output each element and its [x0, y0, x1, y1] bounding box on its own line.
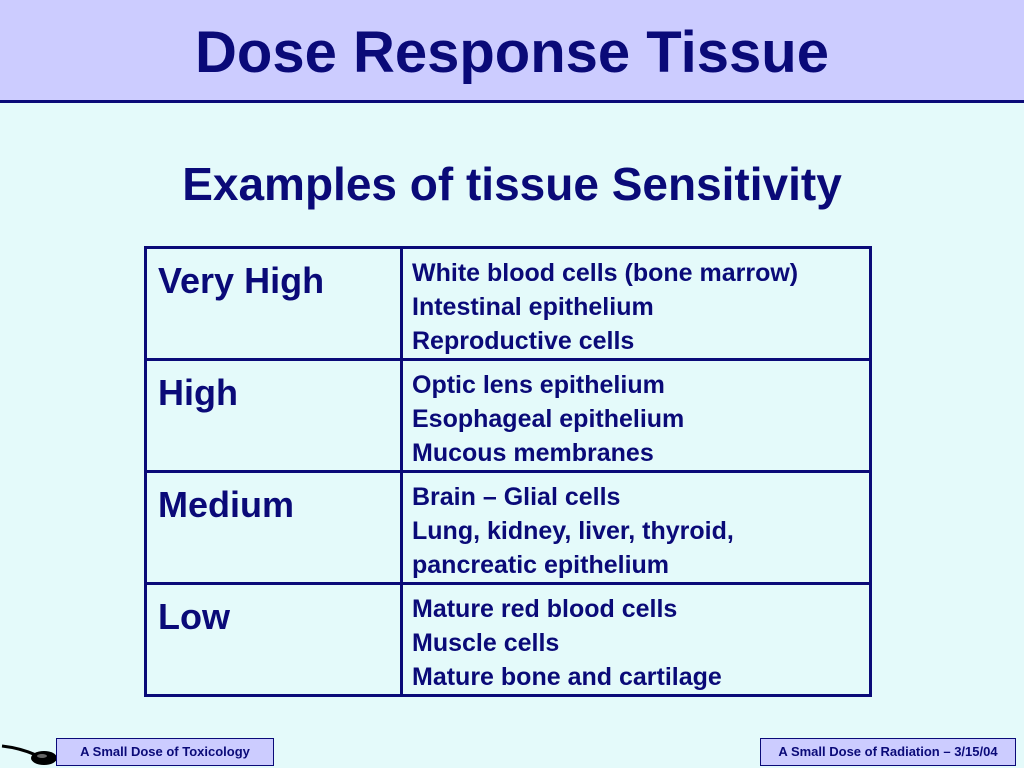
tissue-item: Mature red blood cells	[412, 595, 678, 623]
table-row: Very High White blood cells (bone marrow…	[144, 246, 872, 361]
slide-subtitle: Examples of tissue Sensitivity	[182, 158, 842, 210]
tissue-item: Brain – Glial cells	[412, 483, 621, 511]
tissue-item: Mature bone and cartilage	[412, 663, 722, 691]
tissue-item: Esophageal epithelium	[412, 405, 685, 433]
tissue-item: White blood cells (bone marrow)	[412, 259, 799, 287]
table-row: High Optic lens epithelium Esophageal ep…	[144, 358, 872, 473]
table-row: Medium Brain – Glial cells Lung, kidney,…	[144, 470, 872, 585]
tissue-item: Lung, kidney, liver, thyroid,	[412, 517, 734, 545]
tissue-item: Optic lens epithelium	[412, 371, 665, 399]
tissue-item: Intestinal epithelium	[412, 293, 654, 321]
tissue-list: Optic lens epithelium Esophageal epithel…	[400, 358, 872, 473]
sensitivity-level: Low	[144, 582, 403, 697]
tissue-list: White blood cells (bone marrow) Intestin…	[400, 246, 872, 361]
title-bar: Dose Response Tissue	[0, 0, 1024, 103]
tissue-list: Mature red blood cells Muscle cells Matu…	[400, 582, 872, 697]
footer-right-label: A Small Dose of Radiation – 3/15/04	[760, 738, 1016, 766]
sensitivity-level: Medium	[144, 470, 403, 585]
table-row: Low Mature red blood cells Muscle cells …	[144, 582, 872, 697]
slide-title: Dose Response Tissue	[195, 20, 829, 85]
tissue-item: Muscle cells	[412, 629, 560, 657]
sensitivity-level: High	[144, 358, 403, 473]
tissue-item: pancreatic epithelium	[412, 551, 670, 579]
tissue-item: Reproductive cells	[412, 327, 635, 355]
spoon-icon	[1, 744, 57, 765]
sensitivity-level: Very High	[144, 246, 403, 361]
sensitivity-table: Very High White blood cells (bone marrow…	[144, 246, 872, 697]
tissue-item: Mucous membranes	[412, 439, 654, 467]
tissue-list: Brain – Glial cells Lung, kidney, liver,…	[400, 470, 872, 585]
footer-left-label: A Small Dose of Toxicology	[56, 738, 274, 766]
